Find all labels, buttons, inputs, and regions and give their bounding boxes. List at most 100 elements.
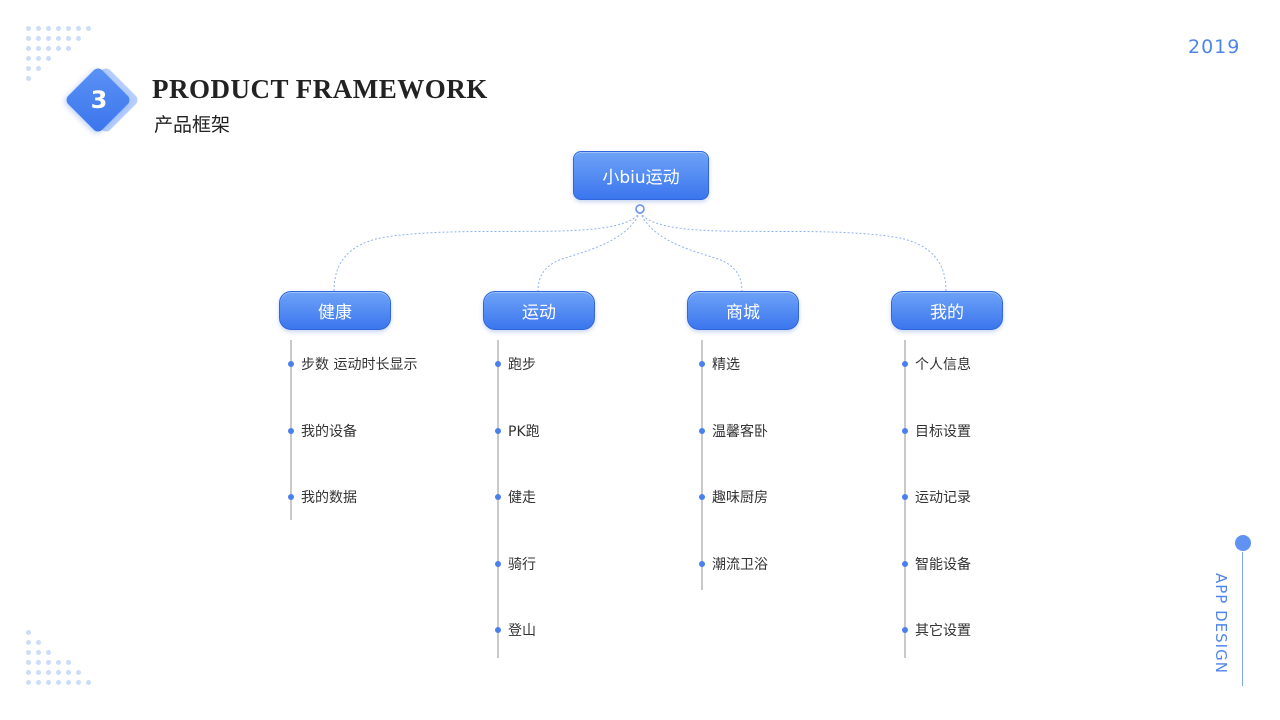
decor-dot xyxy=(26,36,31,41)
list-item: 步数 运动时长显示 xyxy=(301,357,418,373)
page-title-cn: 产品框架 xyxy=(154,114,231,136)
decor-dot xyxy=(46,660,51,665)
decor-dot xyxy=(46,26,51,31)
section-number: 3 xyxy=(90,86,108,114)
decor-dot xyxy=(66,670,71,675)
decor-dot xyxy=(46,680,51,685)
list-item: PK跑 xyxy=(508,424,540,440)
decor-dot xyxy=(46,56,51,61)
list-item: 精选 xyxy=(712,357,740,373)
list-item: 智能设备 xyxy=(915,557,971,573)
decor-dot xyxy=(36,66,41,71)
decor-dot xyxy=(26,670,31,675)
list-item: 其它设置 xyxy=(915,623,971,639)
decor-dot xyxy=(46,670,51,675)
bullet-icon xyxy=(495,627,501,633)
decor-dot xyxy=(36,56,41,61)
decor-dot xyxy=(76,26,81,31)
decor-dot xyxy=(36,680,41,685)
bullet-icon xyxy=(902,561,908,567)
decor-dot xyxy=(26,660,31,665)
bullet-icon xyxy=(288,361,294,367)
decor-dot xyxy=(86,680,91,685)
list-item: 骑行 xyxy=(508,557,536,573)
connector-mine xyxy=(639,211,947,292)
decor-dot xyxy=(26,26,31,31)
decor-dot xyxy=(26,630,31,635)
bullet-icon xyxy=(699,494,705,500)
decor-dot xyxy=(46,36,51,41)
list-item: 趣味厨房 xyxy=(712,490,768,506)
decor-dot xyxy=(56,26,61,31)
bullet-icon xyxy=(495,361,501,367)
decor-dot xyxy=(36,640,41,645)
side-label-text: APP DESIGN xyxy=(1212,573,1230,674)
decor-dot xyxy=(36,46,41,51)
list-item: 温馨客卧 xyxy=(712,424,768,440)
decor-dot xyxy=(26,66,31,71)
list-item: 登山 xyxy=(508,623,536,639)
side-label: APP DESIGN xyxy=(1212,573,1230,677)
bullet-icon xyxy=(495,494,501,500)
year-label: 2019 xyxy=(1188,36,1241,58)
decor-dot xyxy=(36,670,41,675)
list-item: 运动记录 xyxy=(915,490,971,506)
category-node-mine: 我的 xyxy=(891,291,1003,330)
list-item: 个人信息 xyxy=(915,357,971,373)
bullet-icon xyxy=(288,428,294,434)
bullet-icon xyxy=(495,561,501,567)
decor-dot xyxy=(56,670,61,675)
decor-dot xyxy=(36,26,41,31)
list-item: 目标设置 xyxy=(915,424,971,440)
decor-dot xyxy=(86,26,91,31)
list-item: 健走 xyxy=(508,490,536,506)
bullet-icon xyxy=(699,428,705,434)
connector-sport xyxy=(537,211,641,292)
decor-dot xyxy=(26,680,31,685)
side-divider-line xyxy=(1242,552,1243,686)
list-item: 潮流卫浴 xyxy=(712,557,768,573)
decor-dot xyxy=(66,660,71,665)
side-dot-icon xyxy=(1235,535,1251,551)
bullet-icon xyxy=(902,627,908,633)
list-item: 我的数据 xyxy=(301,490,357,506)
root-node: 小biu运动 xyxy=(573,151,709,200)
bullet-icon xyxy=(699,561,705,567)
bullet-icon xyxy=(902,428,908,434)
decor-dot xyxy=(26,56,31,61)
decor-dot xyxy=(26,76,31,81)
decor-dot xyxy=(36,36,41,41)
bullet-icon xyxy=(495,428,501,434)
bullet-icon xyxy=(699,361,705,367)
decor-dot xyxy=(46,650,51,655)
decor-dot xyxy=(46,46,51,51)
bullet-icon xyxy=(288,494,294,500)
decor-dot xyxy=(66,26,71,31)
branch-line-mall xyxy=(701,340,703,590)
decor-dot xyxy=(26,640,31,645)
decor-dot xyxy=(66,36,71,41)
connector-health xyxy=(333,211,641,292)
decor-dot xyxy=(66,46,71,51)
decor-dot xyxy=(56,660,61,665)
category-node-sport: 运动 xyxy=(483,291,595,330)
category-node-mall: 商城 xyxy=(687,291,799,330)
section-number-badge: 3 xyxy=(64,66,146,146)
decor-dot xyxy=(66,680,71,685)
decor-dot xyxy=(36,650,41,655)
decor-dot xyxy=(56,680,61,685)
list-item: 跑步 xyxy=(508,357,536,373)
decor-dot xyxy=(26,650,31,655)
list-item: 我的设备 xyxy=(301,424,357,440)
decor-dot xyxy=(76,36,81,41)
decor-dot xyxy=(36,660,41,665)
bullet-icon xyxy=(902,494,908,500)
decor-dot xyxy=(76,680,81,685)
decor-dot xyxy=(26,46,31,51)
page-title-en: PRODUCT FRAMEWORK xyxy=(152,74,488,104)
decor-dot xyxy=(56,46,61,51)
connector-hub-icon xyxy=(635,204,645,214)
decor-dot xyxy=(76,670,81,675)
bullet-icon xyxy=(902,361,908,367)
